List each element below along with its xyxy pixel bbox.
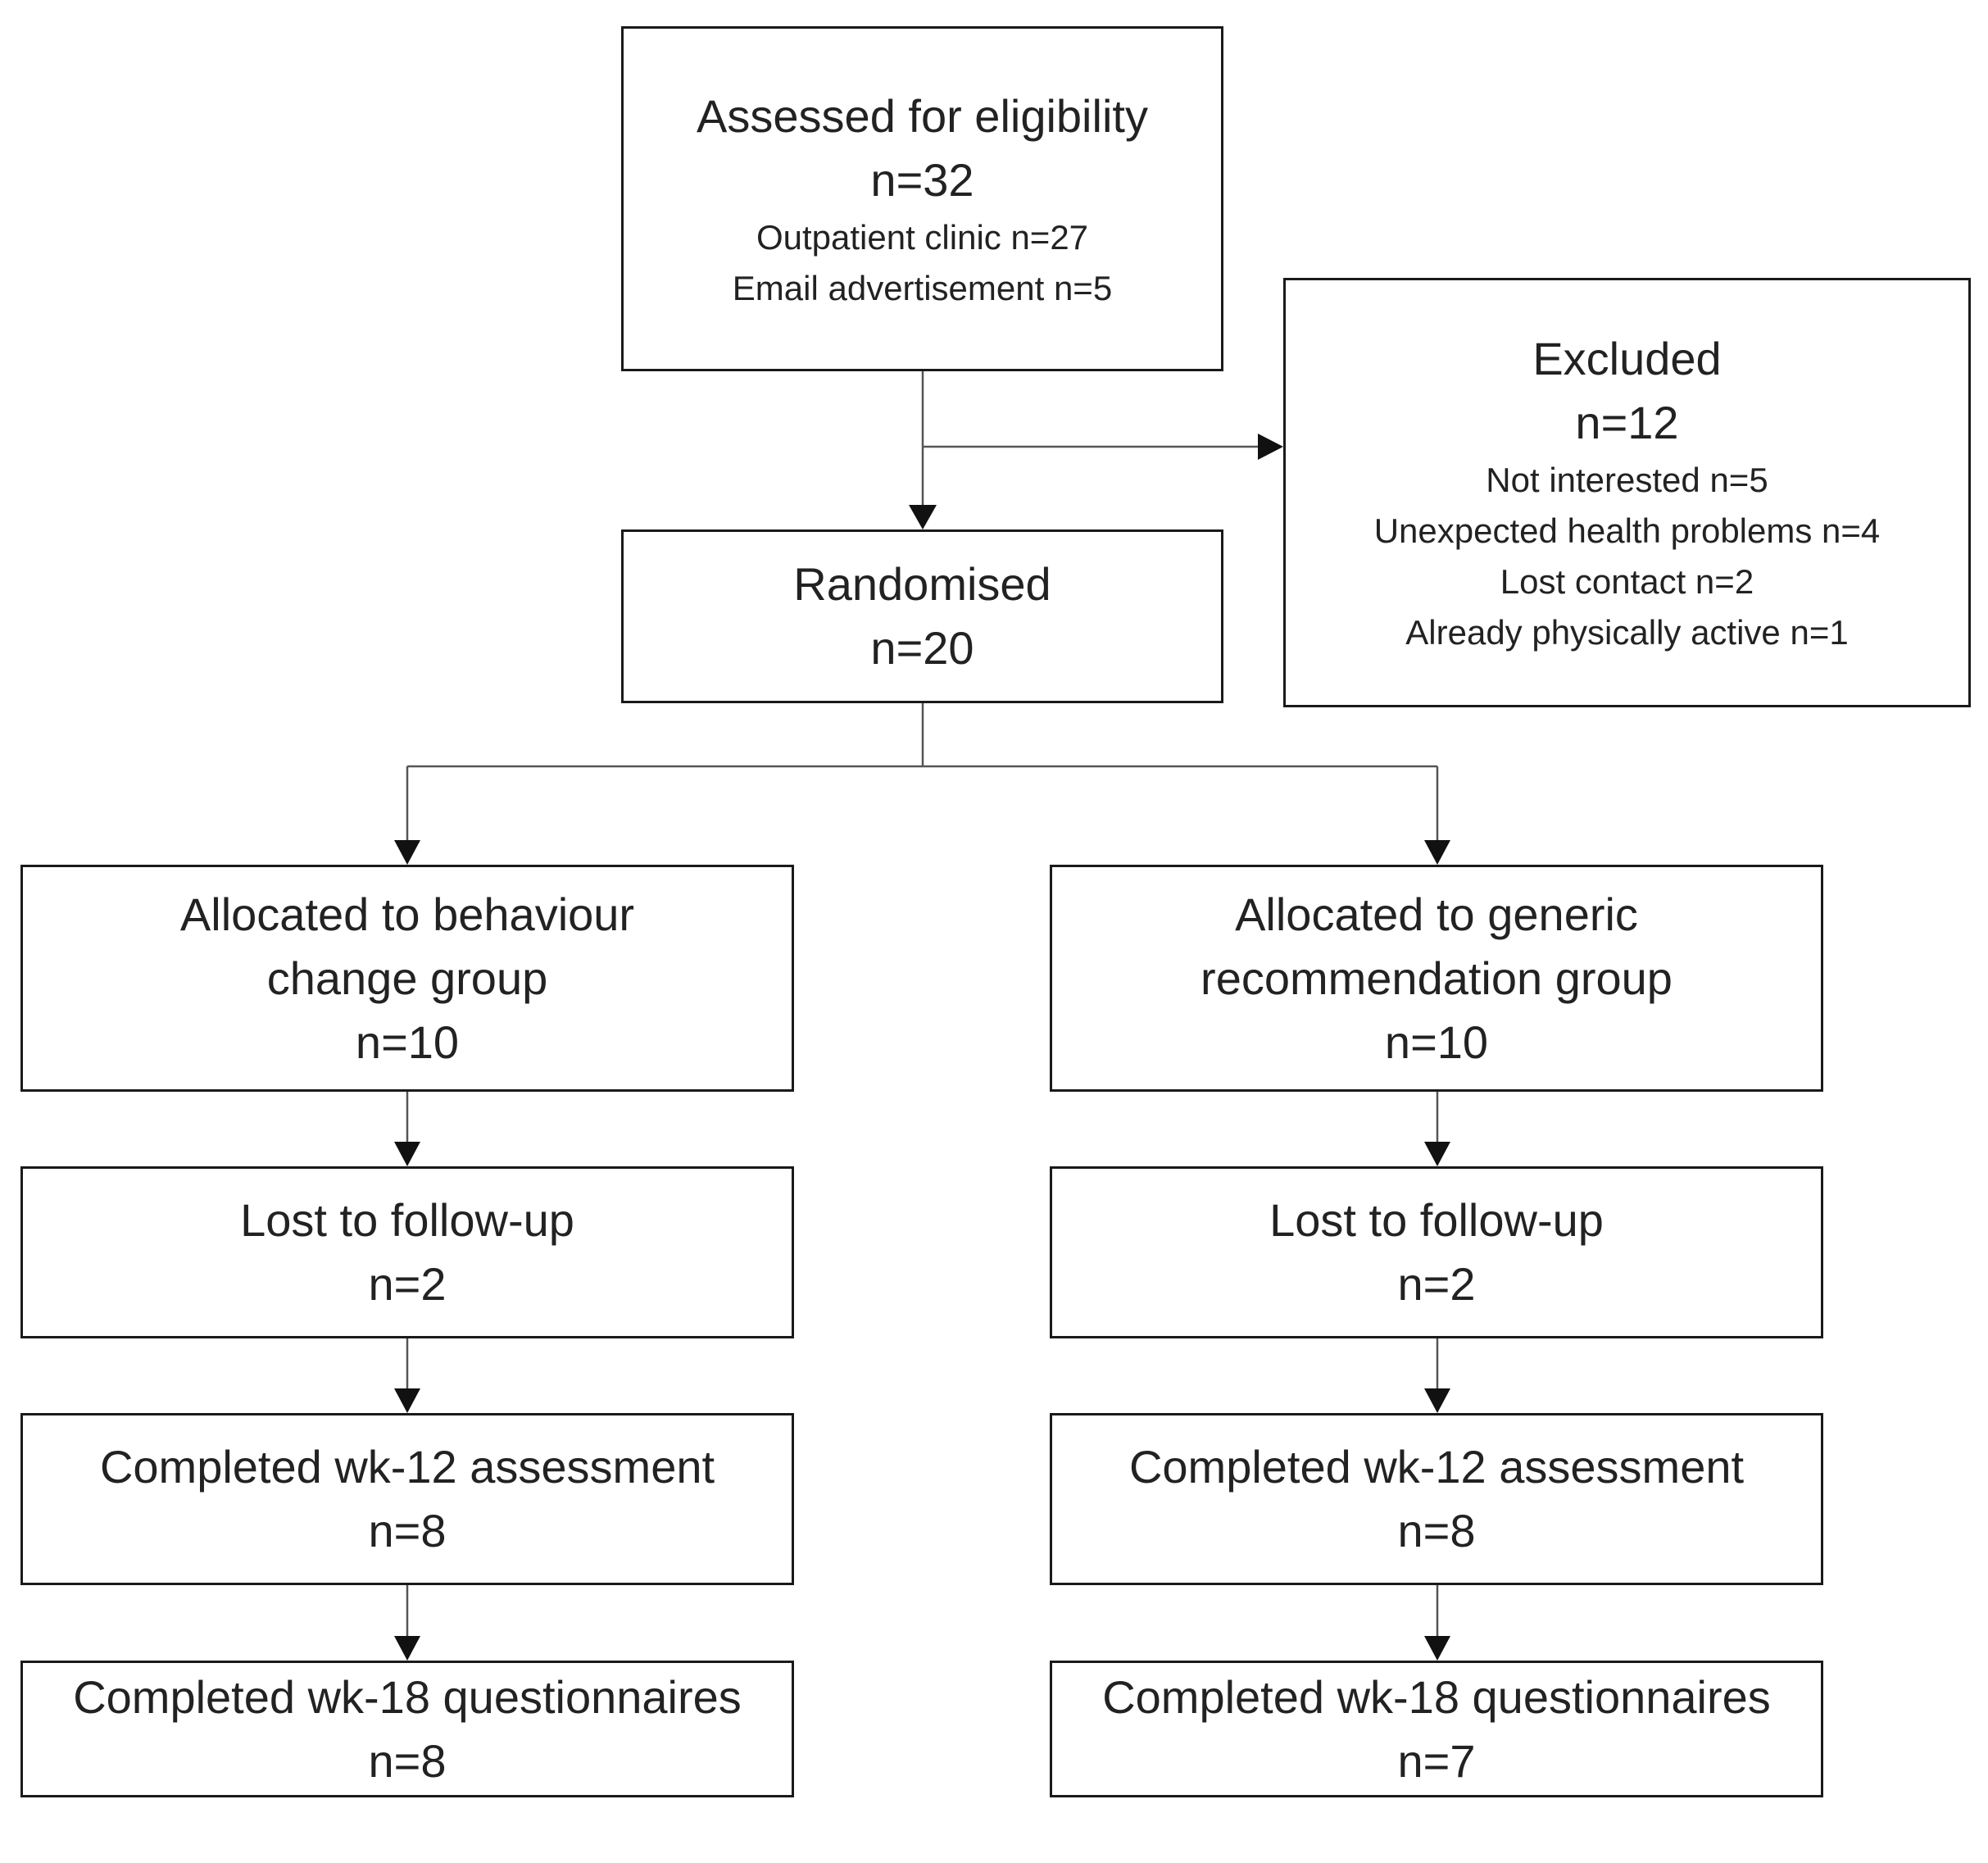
excluded-title: Excluded (1532, 333, 1722, 384)
right-wk12-count: n=8 (1397, 1505, 1476, 1556)
left-lost-count: n=2 (368, 1258, 447, 1310)
left-wk12-box: Completed wk-12 assessment n=8 (20, 1413, 794, 1585)
excluded-reason-health: Unexpected health problems n=4 (1373, 511, 1881, 550)
assessed-source-clinic: Outpatient clinic n=27 (756, 217, 1089, 257)
right-wk18-box: Completed wk-18 questionnaires n=7 (1050, 1661, 1823, 1797)
excluded-reason-lost-contact: Lost contact n=2 (1500, 562, 1754, 601)
excluded-box: Excluded n=12 Not interested n=5 Unexpec… (1283, 278, 1971, 707)
right-lost-title: Lost to follow-up (1269, 1194, 1604, 1246)
assessed-title: Assessed for eligibility (697, 89, 1148, 142)
right-lost-box: Lost to follow-up n=2 (1050, 1166, 1823, 1338)
left-allocation-box: Allocated to behaviour change group n=10 (20, 865, 794, 1092)
left-lost-title: Lost to follow-up (240, 1194, 574, 1246)
right-allocation-line1: Allocated to generic (1235, 888, 1638, 940)
right-wk18-count: n=7 (1397, 1734, 1476, 1787)
right-allocation-line2: recommendation group (1201, 952, 1673, 1004)
randomised-title: Randomised (793, 558, 1051, 610)
left-wk18-count: n=8 (368, 1734, 447, 1787)
left-allocation-line1: Allocated to behaviour (179, 888, 635, 940)
excluded-reason-not-interested: Not interested n=5 (1486, 461, 1768, 499)
assessed-source-email: Email advertisement n=5 (732, 268, 1113, 307)
excluded-reason-already-active: Already physically active n=1 (1405, 613, 1849, 652)
left-lost-box: Lost to follow-up n=2 (20, 1166, 794, 1338)
left-wk12-title: Completed wk-12 assessment (99, 1441, 715, 1493)
right-allocation-box: Allocated to generic recommendation grou… (1050, 865, 1823, 1092)
left-allocation-count: n=10 (355, 1016, 460, 1068)
left-wk18-box: Completed wk-18 questionnaires n=8 (20, 1661, 794, 1797)
assessed-count: n=32 (870, 153, 974, 206)
left-wk18-title: Completed wk-18 questionnaires (73, 1670, 742, 1723)
right-wk12-box: Completed wk-12 assessment n=8 (1050, 1413, 1823, 1585)
right-lost-count: n=2 (1397, 1258, 1476, 1310)
right-wk18-title: Completed wk-18 questionnaires (1102, 1670, 1771, 1723)
excluded-count: n=12 (1575, 397, 1679, 448)
assessed-box: Assessed for eligibility n=32 Outpatient… (621, 26, 1223, 371)
randomised-count: n=20 (870, 622, 974, 674)
left-wk12-count: n=8 (368, 1505, 447, 1556)
randomised-box: Randomised n=20 (621, 529, 1223, 703)
left-allocation-line2: change group (266, 952, 548, 1004)
right-wk12-title: Completed wk-12 assessment (1128, 1441, 1745, 1493)
right-allocation-count: n=10 (1384, 1016, 1489, 1068)
